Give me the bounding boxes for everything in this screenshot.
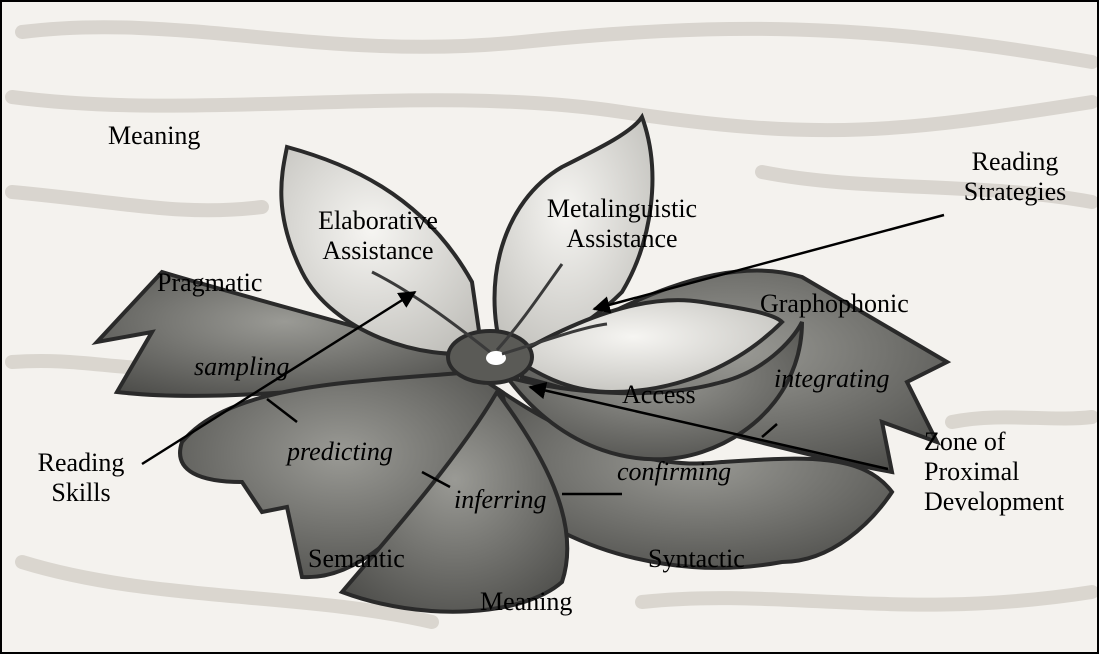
label-integrating: integrating [774, 364, 890, 394]
label-pragmatic: Pragmatic [157, 268, 262, 298]
label-metalinguistic-line2: Assistance [522, 224, 722, 254]
label-zpd-line3: Development [924, 487, 1064, 517]
label-meaning-bottom: Meaning [480, 587, 572, 617]
label-semantic: Semantic [308, 544, 405, 574]
label-zpd-line1: Zone of [924, 427, 1064, 457]
label-reading-strategies-line2: Strategies [940, 177, 1090, 207]
label-reading-strategies: Reading Strategies [940, 147, 1090, 207]
label-confirming: confirming [617, 457, 731, 487]
label-meaning-top: Meaning [108, 121, 200, 151]
label-graphophonic: Graphophonic [760, 289, 909, 319]
label-reading-skills: Reading Skills [16, 448, 146, 508]
label-sampling: sampling [194, 352, 289, 382]
label-reading-strategies-line1: Reading [940, 147, 1090, 177]
label-metalinguistic-assistance: Metalinguistic Assistance [522, 194, 722, 254]
label-elaborative-line2: Assistance [298, 236, 458, 266]
label-zone-of-proximal-development: Zone of Proximal Development [924, 427, 1064, 517]
label-elaborative-line1: Elaborative [298, 206, 458, 236]
label-reading-skills-line1: Reading [16, 448, 146, 478]
label-elaborative-assistance: Elaborative Assistance [298, 206, 458, 266]
label-syntactic: Syntactic [648, 544, 745, 574]
label-inferring: inferring [454, 485, 546, 515]
label-access: Access [622, 380, 696, 410]
label-predicting: predicting [287, 437, 393, 467]
label-metalinguistic-line1: Metalinguistic [522, 194, 722, 224]
label-reading-skills-line2: Skills [16, 478, 146, 508]
label-zpd-line2: Proximal [924, 457, 1064, 487]
